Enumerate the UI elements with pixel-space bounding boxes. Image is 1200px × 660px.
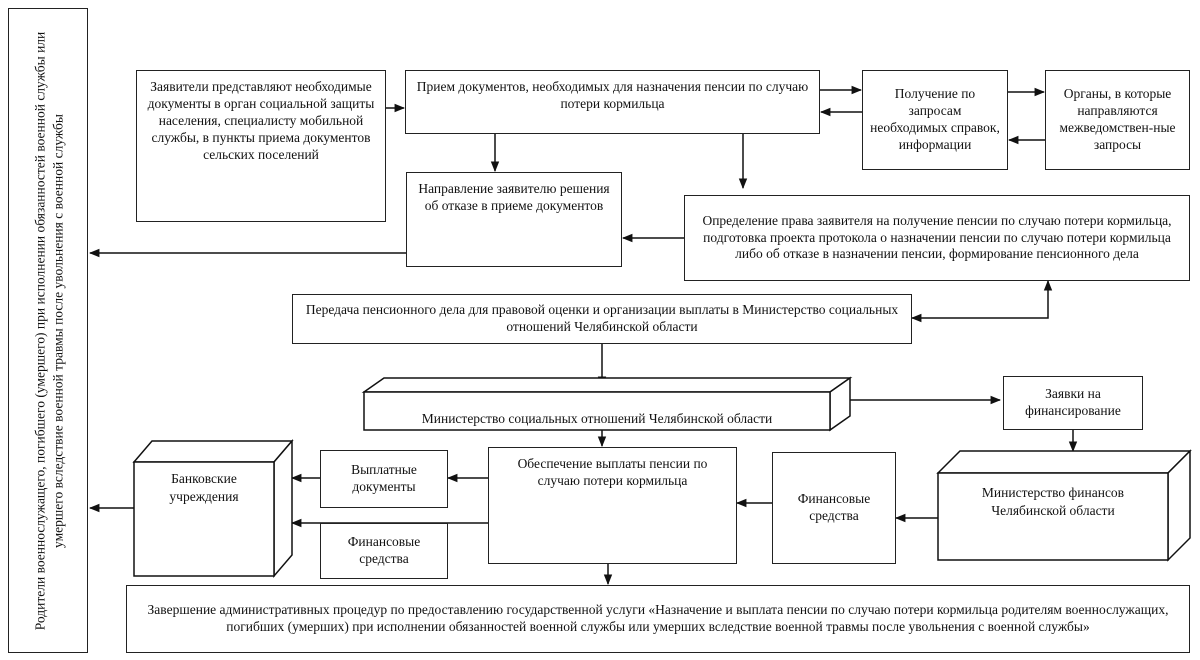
side-label-text: Родители военнослужащего, погибшего (уме…: [32, 31, 65, 631]
requests-box: Получение по запросам необходимых справо…: [862, 70, 1008, 170]
ensure-payment-box: Обеспечение выплаты пенсии по случаю пот…: [488, 447, 737, 564]
transfer-text: Передача пенсионного дела для правовой о…: [305, 302, 899, 334]
applicants-box: Заявители представляют необходимые докум…: [136, 70, 386, 222]
refusal-box: Направление заявителю решения об отказе …: [406, 172, 622, 267]
requests-text: Получение по запросам необходимых справо…: [870, 86, 1000, 152]
reception-text: Прием документов, необходимых для назнач…: [416, 79, 809, 111]
cube-banks: [132, 438, 294, 579]
completion-box: Завершение административных процедур по …: [126, 585, 1190, 653]
side-label-box: Родители военнослужащего, погибшего (уме…: [8, 8, 88, 653]
financial-means-left-text: Финансовые средства: [347, 534, 421, 566]
transfer-box: Передача пенсионного дела для правовой о…: [292, 294, 912, 344]
determination-box: Определение права заявителя на получение…: [684, 195, 1190, 281]
refusal-text: Направление заявителю решения об отказе …: [418, 181, 610, 213]
ministry-social-text: Министерство социальных отношений Челяби…: [421, 411, 773, 426]
agencies-text: Органы, в которые направляются межведомс…: [1059, 86, 1176, 152]
cube-ministry-finance: [936, 449, 1192, 562]
agencies-box: Органы, в которые направляются межведомс…: [1045, 70, 1190, 170]
payment-docs-box: Выплатные документы: [320, 450, 448, 508]
determination-text: Определение права заявителя на получение…: [702, 212, 1172, 262]
financial-means-left-box: Финансовые средства: [320, 523, 448, 579]
funding-requests-text: Заявки на финансирование: [1025, 386, 1121, 418]
financial-means-right-text: Финансовые средства: [797, 491, 871, 523]
reception-box: Прием документов, необходимых для назнач…: [405, 70, 820, 134]
applicants-text: Заявители представляют необходимые докум…: [147, 79, 375, 162]
ministry-finance-text: Министерство финансов Челябинской област…: [981, 485, 1125, 518]
financial-means-right-box: Финансовые средства: [772, 452, 896, 564]
ensure-payment-text: Обеспечение выплаты пенсии по случаю пот…: [517, 456, 708, 488]
banks-text: Банковские учреждения: [169, 471, 239, 504]
payment-docs-text: Выплатные документы: [351, 462, 417, 494]
funding-requests-box: Заявки на финансирование: [1003, 376, 1143, 430]
completion-text: Завершение административных процедур по …: [147, 602, 1169, 634]
cube-ministry-social: [361, 376, 853, 432]
arrow-transfer-to-determination: [910, 279, 1053, 323]
